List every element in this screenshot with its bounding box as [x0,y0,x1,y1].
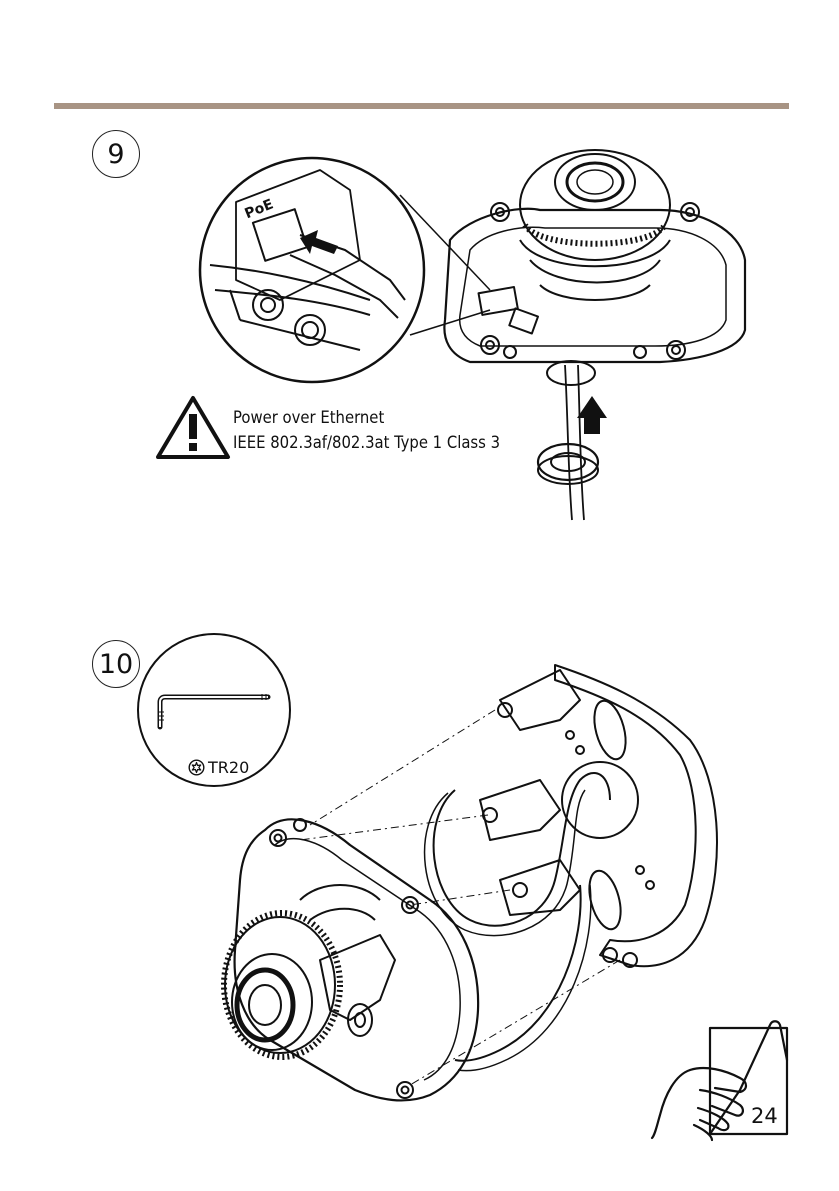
power-warning-text: Power over Ethernet IEEE 802.3af/802.3at… [233,405,500,455]
step-10-number: 10 [99,649,133,680]
step-9-number: 9 [107,139,124,170]
warning-line-1: Power over Ethernet [233,405,500,430]
hex-key-tool-icon [158,694,268,727]
poe-port-label: PoE [243,196,276,222]
warning-line-2: IEEE 802.3af/802.3at Type 1 Class 3 [233,430,500,455]
zoom-detail-circle [200,158,424,382]
header-rule [54,103,789,109]
warning-triangle-icon [158,398,228,457]
step-9-badge: 9 [92,130,140,178]
page-number: 24 [751,1104,778,1128]
torx-icon [188,759,205,776]
tool-size-label: TR20 [188,758,249,777]
step-10-badge: 10 [92,640,140,688]
tool-size-text: TR20 [208,758,249,777]
